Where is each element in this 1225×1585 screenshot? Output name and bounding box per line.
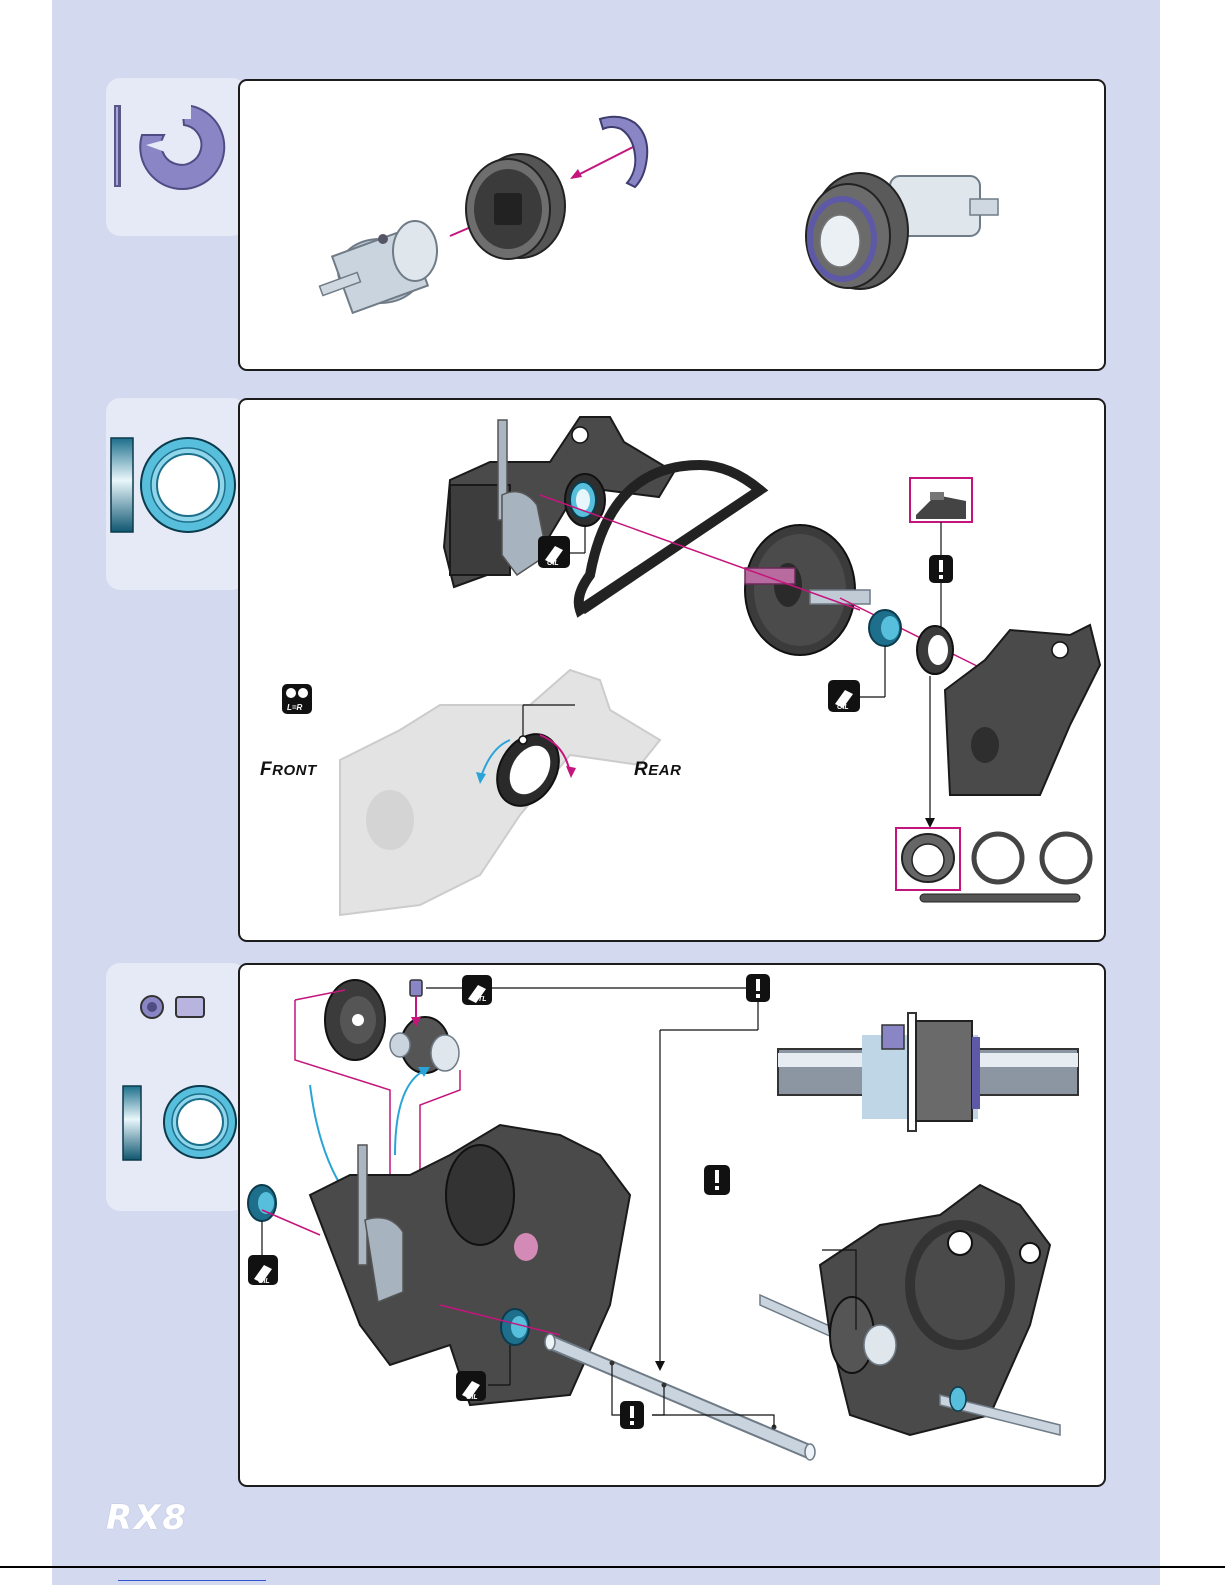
step-3-panel: TL bbox=[238, 963, 1106, 1487]
holder-sprue-part bbox=[902, 834, 1090, 902]
caution-icon-3 bbox=[620, 1401, 644, 1429]
lr-label: L=R bbox=[287, 703, 303, 712]
spur-gear-part bbox=[745, 525, 870, 655]
step-3-illustration: TL bbox=[240, 965, 1108, 1489]
assembled-pulley-part bbox=[806, 173, 998, 289]
oil-label-3: OIL bbox=[258, 1278, 270, 1285]
caution-icon-1 bbox=[929, 555, 953, 583]
assembled-view-part bbox=[760, 1185, 1060, 1435]
step-1-illustration bbox=[240, 81, 1108, 373]
caution-icon-4 bbox=[704, 1165, 730, 1195]
ball-bearing-part bbox=[869, 610, 901, 646]
set-screw-icon bbox=[138, 993, 208, 1021]
pulley-part bbox=[466, 154, 565, 259]
page-bottom-rule bbox=[0, 1566, 1225, 1568]
rear-bulkhead-part bbox=[945, 625, 1100, 795]
tl-badge bbox=[462, 975, 492, 1005]
bearing-holder-part bbox=[917, 626, 953, 674]
pulley-shaft-detail bbox=[778, 1013, 1078, 1131]
page-footer-link[interactable] bbox=[118, 1580, 266, 1581]
step3-bearing-right bbox=[501, 1309, 529, 1345]
shaft-part bbox=[545, 1334, 815, 1460]
step3-pulley-part bbox=[390, 1017, 459, 1073]
ball-bearing-icon-2 bbox=[120, 1082, 238, 1162]
ball-bearing-icon bbox=[106, 432, 238, 536]
oil-label-2: OIL bbox=[837, 704, 849, 711]
oil-badge-2 bbox=[828, 646, 885, 712]
set-screw-part bbox=[410, 980, 422, 996]
oil-label-4: OIL bbox=[466, 1394, 478, 1401]
oil-label-1: OIL bbox=[547, 560, 559, 567]
e-clip-icon bbox=[106, 95, 236, 195]
step-2-panel: OIL OIL bbox=[238, 398, 1106, 942]
step3-bearing-left bbox=[248, 1185, 276, 1221]
step-1-panel bbox=[238, 79, 1106, 371]
front-label: FRONT bbox=[260, 759, 317, 781]
brand-logo: RX8 bbox=[106, 1498, 188, 1538]
tl-label: TL bbox=[478, 996, 487, 1003]
caution-icon-2 bbox=[746, 974, 770, 1002]
step-2-illustration: OIL OIL bbox=[240, 400, 1108, 944]
rear-label: REAR bbox=[634, 759, 681, 781]
pulley-hub-part bbox=[319, 221, 437, 313]
